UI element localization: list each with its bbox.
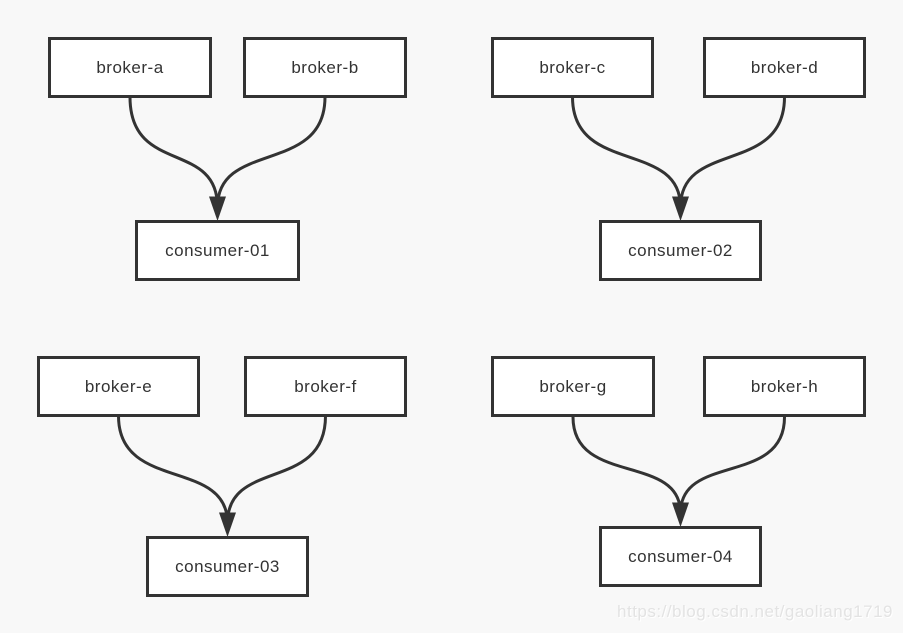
watermark-text: https://blog.csdn.net/gaoliang1719 [617,602,893,621]
node-broker-d: broker-d [703,37,866,98]
node-consumer-01: consumer-01 [135,220,300,281]
node-broker-h: broker-h [703,356,866,417]
edge-broker-c-consumer-02 [571,95,682,209]
node-broker-c: broker-c [491,37,654,98]
arrowhead-consumer-04 [672,502,689,527]
node-broker-b: broker-b [243,37,407,98]
edge-broker-b-consumer-01 [216,95,327,209]
node-consumer-02: consumer-02 [599,220,762,281]
node-consumer-03: consumer-03 [146,536,309,597]
edge-broker-h-consumer-04 [679,415,786,515]
edge-broker-f-consumer-03 [226,414,327,525]
edge-broker-e-consumer-03 [117,414,229,525]
node-consumer-04: consumer-04 [599,526,762,587]
arrowhead-consumer-02 [672,196,689,221]
arrowhead-consumer-03 [219,512,236,537]
edge-broker-a-consumer-01 [128,95,219,209]
node-broker-g: broker-g [491,356,655,417]
edge-broker-d-consumer-02 [679,95,786,209]
node-broker-f: broker-f [244,356,407,417]
node-broker-e: broker-e [37,356,200,417]
arrowhead-consumer-01 [209,196,226,221]
edge-broker-g-consumer-04 [571,415,682,515]
node-broker-a: broker-a [48,37,212,98]
